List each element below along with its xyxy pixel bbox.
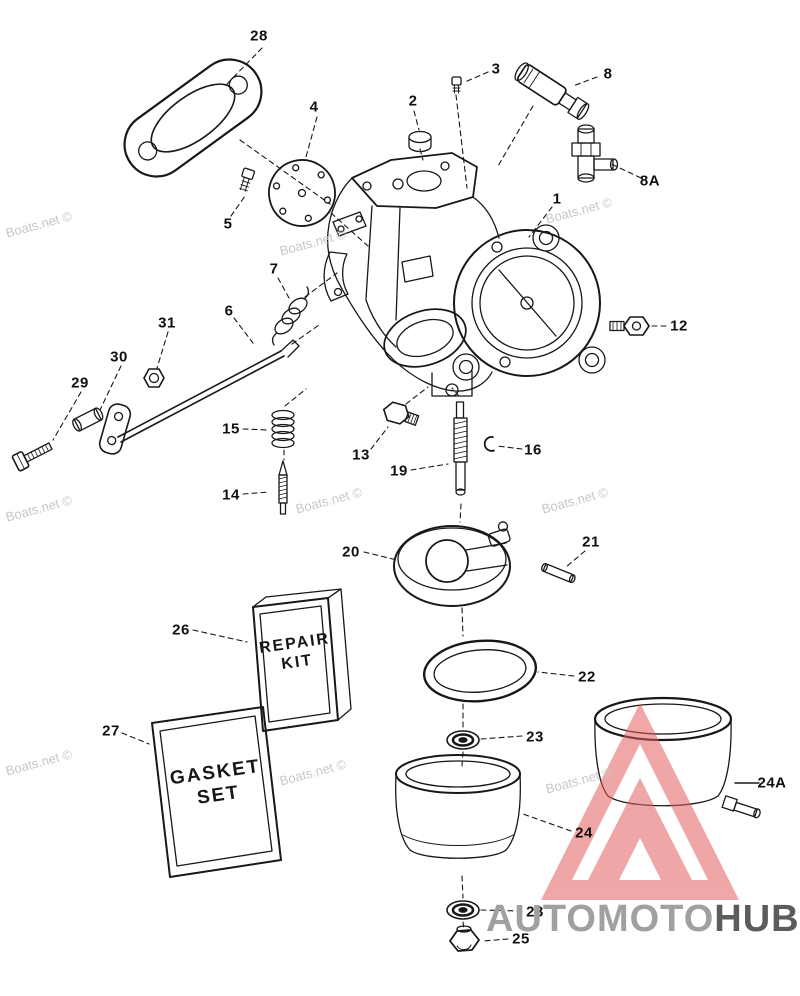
part-8a-fitting [571,124,619,183]
callout-25: 25 [512,930,530,948]
part-23-washer-lower [446,900,480,920]
part-14-needle [278,460,288,515]
callout-7: 7 [269,260,279,278]
part-22-oring [422,639,538,703]
callout-23-lower: 23 [526,903,544,921]
callout-2: 2 [408,92,418,110]
callout-21: 21 [582,533,600,551]
callout-31: 31 [158,314,176,332]
callout-1: 1 [552,190,562,208]
callout-30: 30 [110,348,128,366]
callout-3: 3 [491,60,501,78]
part-5-screw [239,167,256,192]
part-28-gasket [123,58,263,178]
callout-23-upper: 23 [526,728,544,746]
callout-24: 24 [575,824,593,842]
callout-14: 14 [222,486,240,504]
part-24-float-bowl [395,754,521,859]
callout-4: 4 [309,98,319,116]
callout-15: 15 [222,420,240,438]
callout-8a: 8A [639,172,661,190]
part-1-carburetor-body [323,152,606,397]
callout-29: 29 [71,374,89,392]
part-4-cover-plate [268,159,336,227]
callout-19: 19 [390,462,408,480]
callout-27: 27 [102,722,120,740]
callout-28: 28 [250,27,268,45]
part-6-link-rod [98,339,300,455]
callout-16: 16 [524,441,542,459]
part-3-screw [451,76,462,94]
callout-6: 6 [224,302,234,320]
callout-12: 12 [670,317,688,335]
callout-24a: 24A [757,774,787,792]
part-19-mixture-needle [453,401,468,496]
brand-automoto: AUTOMOTO [486,898,715,940]
part-12-screw [609,316,650,336]
part-7-spring [271,286,310,346]
leader-lines [52,47,667,942]
assembly-axis-lines [239,94,534,930]
callout-13: 13 [352,446,370,464]
part-20-float [393,521,511,607]
callout-22: 22 [578,668,596,686]
brand-hub: HUB [714,898,800,940]
callout-20: 20 [342,543,360,561]
part-8-fitting [514,62,590,120]
part-29-screw [11,442,53,472]
part-27-gasket-set [151,706,282,878]
callout-8: 8 [603,65,613,83]
automotohub-logo-icon [541,703,739,900]
part-31-nut [143,368,165,388]
brand-wordmark: AUTOMOTOHUB [486,898,800,941]
part-15-spring [271,409,295,449]
part-30-spacer [72,407,104,432]
part-13-plug [382,401,420,426]
part-25-nut [449,925,480,952]
part-16-clip [483,436,495,452]
callout-5: 5 [223,215,233,233]
part-26-repair-kit-box [252,588,352,732]
callout-26: 26 [172,621,190,639]
part-2-cap [408,130,432,153]
part-21-pin [541,562,576,584]
part-23-washer-upper [446,730,480,750]
